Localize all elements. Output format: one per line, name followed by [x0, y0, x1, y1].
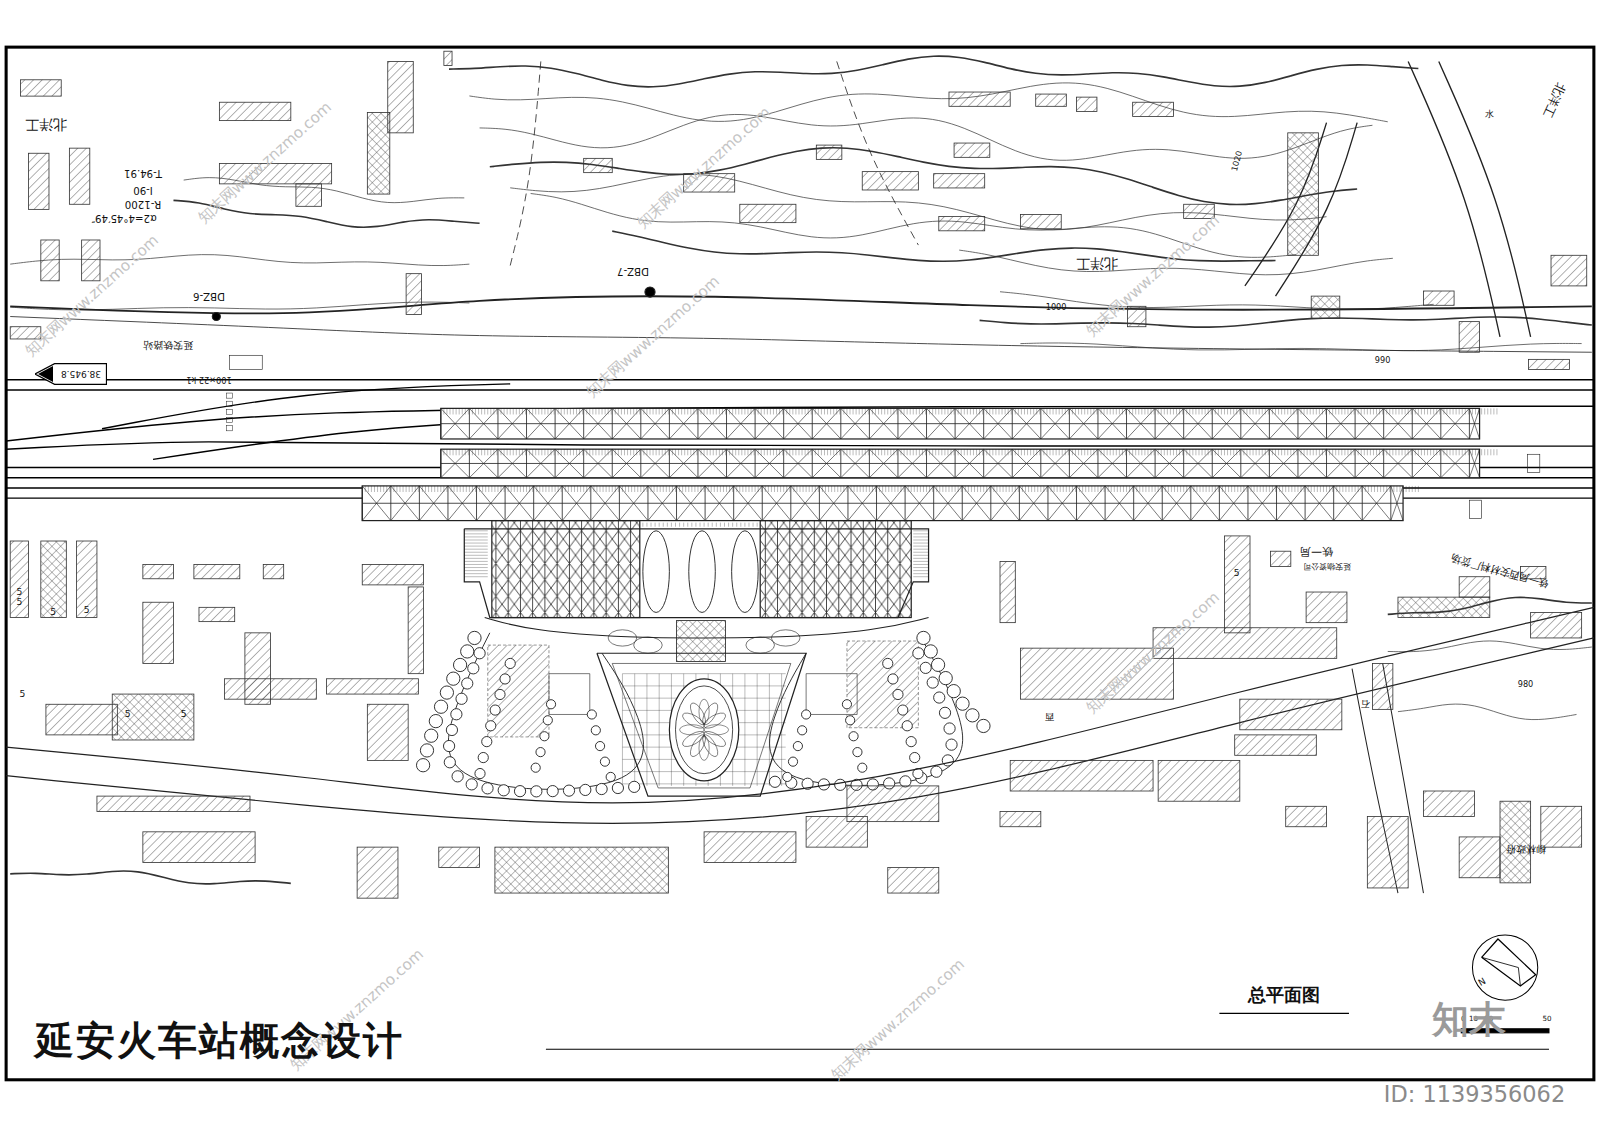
floor-count: 5 [1234, 568, 1240, 578]
elevation-marker: 38.945.8 [35, 363, 107, 385]
place-name: 延安物资公司 [1303, 563, 1351, 572]
floor-count: 5 [84, 605, 90, 615]
place-name: 延安铁路站 [143, 339, 193, 350]
curve-data: I-90 [133, 184, 153, 195]
road-name: 北洋工 [1539, 81, 1566, 119]
place-name: 铁一局 [1300, 545, 1333, 557]
road-name: 北洋工 [1076, 255, 1118, 271]
road-name: 西 [1044, 712, 1053, 722]
road-name: 石 [1361, 699, 1370, 709]
place-name: 水 [1485, 109, 1494, 119]
floor-count: 5 [50, 607, 56, 617]
floor-count: 5 [16, 587, 22, 597]
watermark: 知末网www.znzmo.com [828, 956, 968, 1084]
survey-point: DBZ-6 [193, 290, 225, 301]
contour-elevation: 1020 [1230, 150, 1244, 172]
contour-elevation: 980 [1518, 679, 1534, 688]
elevation-value: 38.945.8 [61, 369, 101, 379]
place-name: 柳林政府 [1506, 843, 1546, 854]
survey-point: DBZ-7 [617, 266, 649, 277]
road-name: 北洋工 [25, 117, 67, 133]
track-note: 100×22 k1 [187, 375, 232, 384]
contour-elevation: 990 [1375, 356, 1391, 365]
drawing-title: 延安火车站概念设计 [35, 1020, 404, 1063]
curve-data: T-94.91 [124, 168, 162, 179]
watermark-id: ID: 1139356062 [1384, 1082, 1565, 1107]
floor-count: 5 [16, 597, 22, 607]
contour-elevation: 1000 [1046, 303, 1067, 312]
scale-number: 50 [1542, 1015, 1551, 1023]
curve-data: α2=4°45′49″ [92, 213, 157, 224]
floor-count: 5 [181, 709, 187, 719]
floor-count: 5 [20, 689, 26, 699]
drawing-caption: 总平面图 [1248, 985, 1320, 1005]
watermark: 知末 [1432, 1000, 1506, 1040]
watermark: 知末网www.znzmo.com [1083, 211, 1223, 339]
curve-data: R-1200 [125, 198, 161, 209]
floor-count: 5 [125, 709, 131, 719]
